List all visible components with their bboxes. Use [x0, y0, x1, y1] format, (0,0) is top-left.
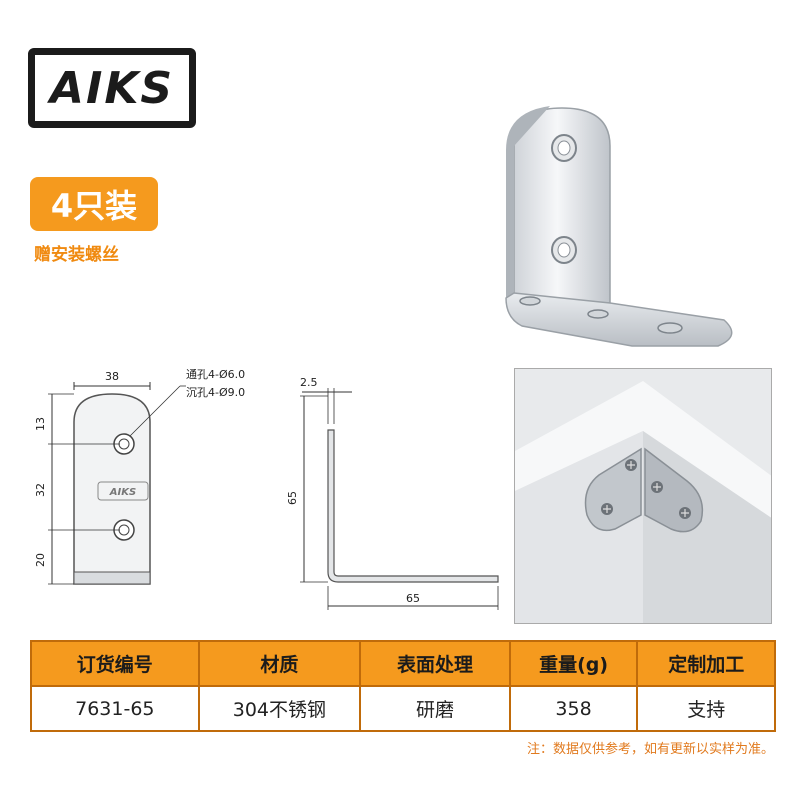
dimension-top: 13	[34, 417, 47, 431]
brand-logo-text: AIKS	[49, 62, 175, 114]
product-photo	[505, 106, 733, 347]
front-view-drawing: AIKS 38 13 32 20 通孔4-Ø6.0 沉孔4-Ø9.0	[34, 368, 245, 585]
hole-note-through: 通孔4-Ø6.0	[186, 368, 245, 381]
cell-customization: 支持	[636, 685, 776, 732]
hole-note-countersunk: 沉孔4-Ø9.0	[186, 386, 245, 399]
cell-weight: 358	[508, 685, 639, 732]
installation-photo	[514, 368, 772, 624]
length-dimension: 65	[406, 592, 420, 605]
width-dimension: 38	[105, 370, 119, 383]
thickness-dimension: 2.5	[300, 376, 318, 389]
side-view-drawing: 2.5 65 65	[286, 376, 499, 610]
spec-table: 订货编号 材质 表面处理 重量(g) 定制加工 7631-65 304不锈钢 研…	[30, 640, 776, 732]
header-order-number: 订货编号	[30, 640, 200, 687]
header-weight: 重量(g)	[508, 640, 639, 687]
header-material: 材质	[197, 640, 362, 687]
cell-surface-treatment: 研磨	[359, 685, 511, 732]
header-customization: 定制加工	[636, 640, 776, 687]
disclaimer-note: 注：数据仅供参考，如有更新以实样为准。	[526, 742, 774, 757]
brand-logo: AIKS	[28, 48, 196, 128]
height-dimension: 65	[286, 491, 299, 505]
spec-table-header-row: 订货编号 材质 表面处理 重量(g) 定制加工	[30, 640, 776, 687]
dimension-bottom: 20	[34, 553, 47, 567]
header-surface-treatment: 表面处理	[359, 640, 511, 687]
dimension-middle: 32	[34, 483, 47, 497]
pack-gift-note: 赠安装螺丝	[34, 245, 119, 265]
cell-material: 304不锈钢	[197, 685, 362, 732]
cell-order-number: 7631-65	[30, 685, 200, 732]
table-row: 7631-65 304不锈钢 研磨 358 支持	[30, 685, 776, 732]
pack-quantity-badge: 4只装	[30, 177, 158, 231]
plate-logo: AIKS	[109, 487, 136, 498]
